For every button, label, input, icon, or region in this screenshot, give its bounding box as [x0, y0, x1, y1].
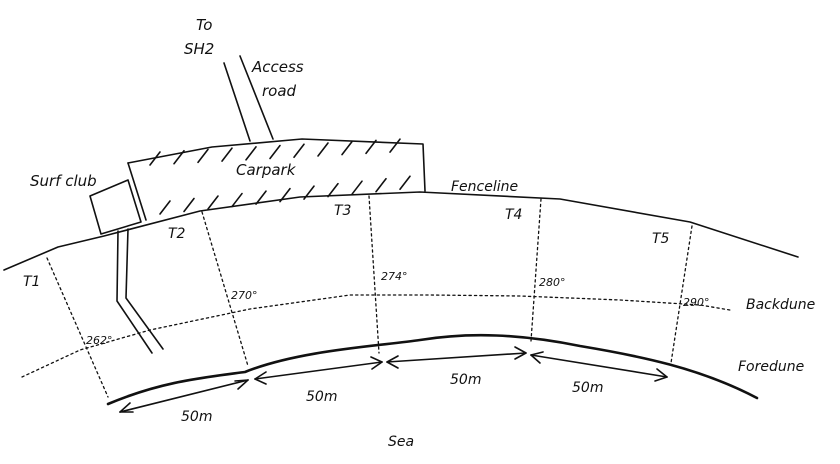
- spacing-arrow-3: [386, 346, 527, 369]
- transect-label-t3: T3: [334, 203, 351, 219]
- backdune-label: Backdune: [746, 297, 815, 313]
- bearing-label-t3: 274°: [381, 270, 408, 283]
- transect-line-t1: [46, 257, 109, 398]
- spacing-arrow-4: [530, 351, 668, 382]
- foredune-label: Foredune: [738, 359, 804, 375]
- transect-label-t5: T5: [652, 231, 670, 247]
- carpark-hatch: [183, 197, 195, 213]
- carpark-hatch: [375, 177, 387, 193]
- spacing-label-3: 50m: [450, 372, 481, 388]
- fenceline: [3, 191, 799, 271]
- bearing-label-t5: 290°: [683, 296, 710, 309]
- transect-label-t4: T4: [505, 207, 522, 223]
- transect-line-t2: [201, 211, 249, 367]
- transect-line-t4: [530, 198, 542, 342]
- carpark-label: Carpark: [236, 161, 297, 179]
- carpark-hatch: [207, 195, 219, 210]
- carpark-hatch: [173, 149, 185, 165]
- sh2-label: SH2: [184, 40, 214, 58]
- transect-label-t2: T2: [168, 226, 186, 242]
- bearing-label-t2: 270°: [231, 289, 258, 302]
- carpark-hatch: [317, 142, 329, 157]
- transect-line-t5: [670, 225, 693, 364]
- carpark-hatch: [341, 140, 353, 156]
- spacing-arrow-1: [119, 379, 249, 413]
- carpark-hatch: [149, 151, 161, 166]
- carpark-hatch: [389, 138, 401, 153]
- access-road: [223, 55, 274, 142]
- carpark-hatch: [293, 143, 305, 159]
- spacing-label-1: 50m: [181, 409, 212, 425]
- carpark-hatch: [399, 175, 411, 191]
- carpark-hatch: [351, 180, 363, 195]
- carpark-hatch: [245, 146, 257, 161]
- transect-label-t1: T1: [23, 274, 40, 290]
- road-label: road: [262, 82, 297, 100]
- backdune-line: [21, 294, 731, 378]
- surf-club-building: [89, 179, 142, 235]
- to-label: To: [196, 16, 213, 34]
- carpark-hatch: [327, 182, 339, 198]
- transect-lines: [46, 195, 693, 398]
- carpark-hatch: [365, 139, 377, 155]
- sea-label: Sea: [388, 434, 414, 450]
- beach-path: [116, 228, 164, 354]
- bearing-label-t1: 262°: [86, 334, 113, 347]
- spacing-label-2: 50m: [306, 389, 337, 405]
- carpark-area: [127, 138, 426, 221]
- transect-line-t3: [368, 195, 380, 354]
- surf-club-label: Surf club: [30, 172, 97, 190]
- carpark-hatch: [221, 147, 233, 162]
- fenceline-label: Fenceline: [451, 179, 518, 195]
- spacing-arrow-2: [254, 356, 383, 385]
- carpark-hatch: [269, 144, 281, 160]
- access-label: Access: [251, 58, 304, 76]
- bearing-label-t4: 280°: [539, 276, 566, 289]
- spacing-label-4: 50m: [572, 380, 603, 396]
- carpark-hatch: [159, 200, 171, 215]
- carpark-hatch: [255, 190, 267, 205]
- carpark-hatch: [197, 148, 209, 164]
- spacing-arrows: [119, 346, 668, 413]
- carpark-hatch: [231, 192, 243, 208]
- foredune-line: [106, 333, 759, 406]
